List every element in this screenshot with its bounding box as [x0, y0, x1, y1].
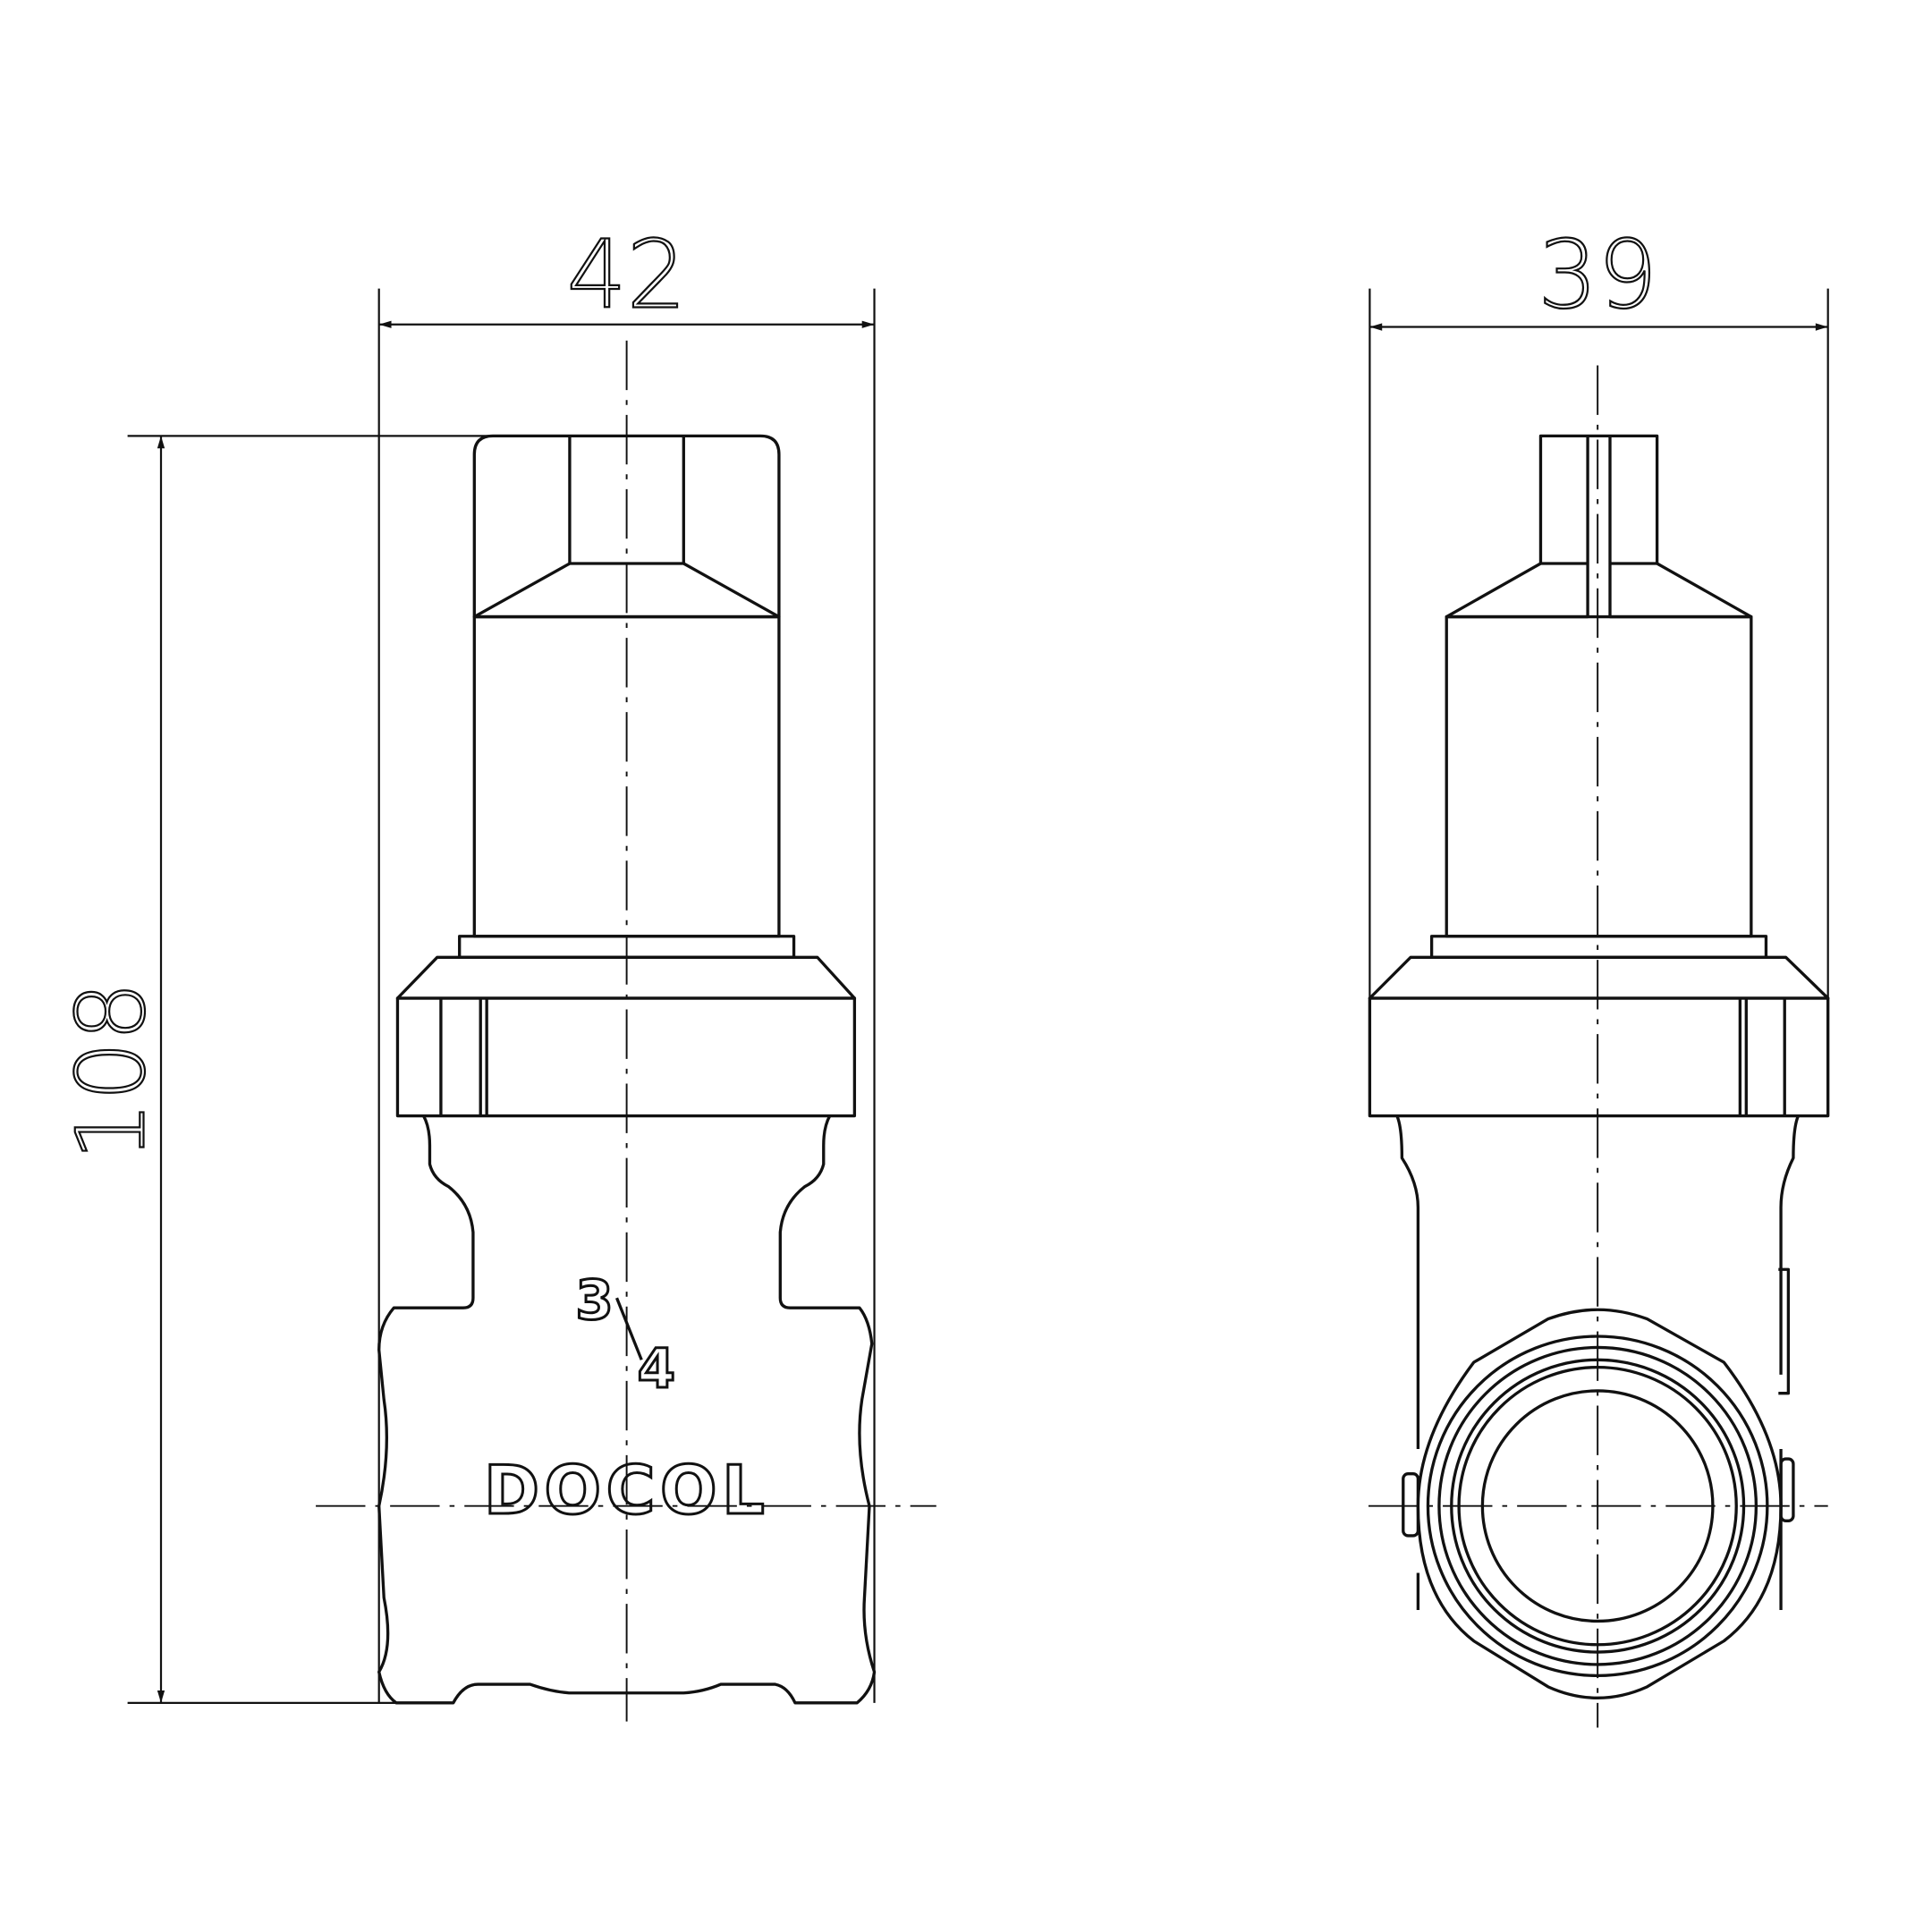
dimension-width-front: 42: [377, 218, 876, 1703]
brand-marking: DOCOL: [484, 1452, 769, 1530]
dimension-height: 108: [55, 435, 762, 1704]
side-outline: [1368, 434, 1830, 1699]
dimension-width-side: 39: [1368, 218, 1829, 1115]
size-numerator: 3: [575, 1269, 613, 1333]
size-denominator: 4: [638, 1337, 675, 1401]
dimension-label-42: 42: [567, 219, 687, 329]
side-view: 39: [1368, 218, 1830, 1728]
dimension-label-108: 108: [56, 981, 166, 1161]
dimension-label-39: 39: [1538, 219, 1657, 329]
front-view: 42 108 3 4 DOCOL: [55, 218, 936, 1722]
